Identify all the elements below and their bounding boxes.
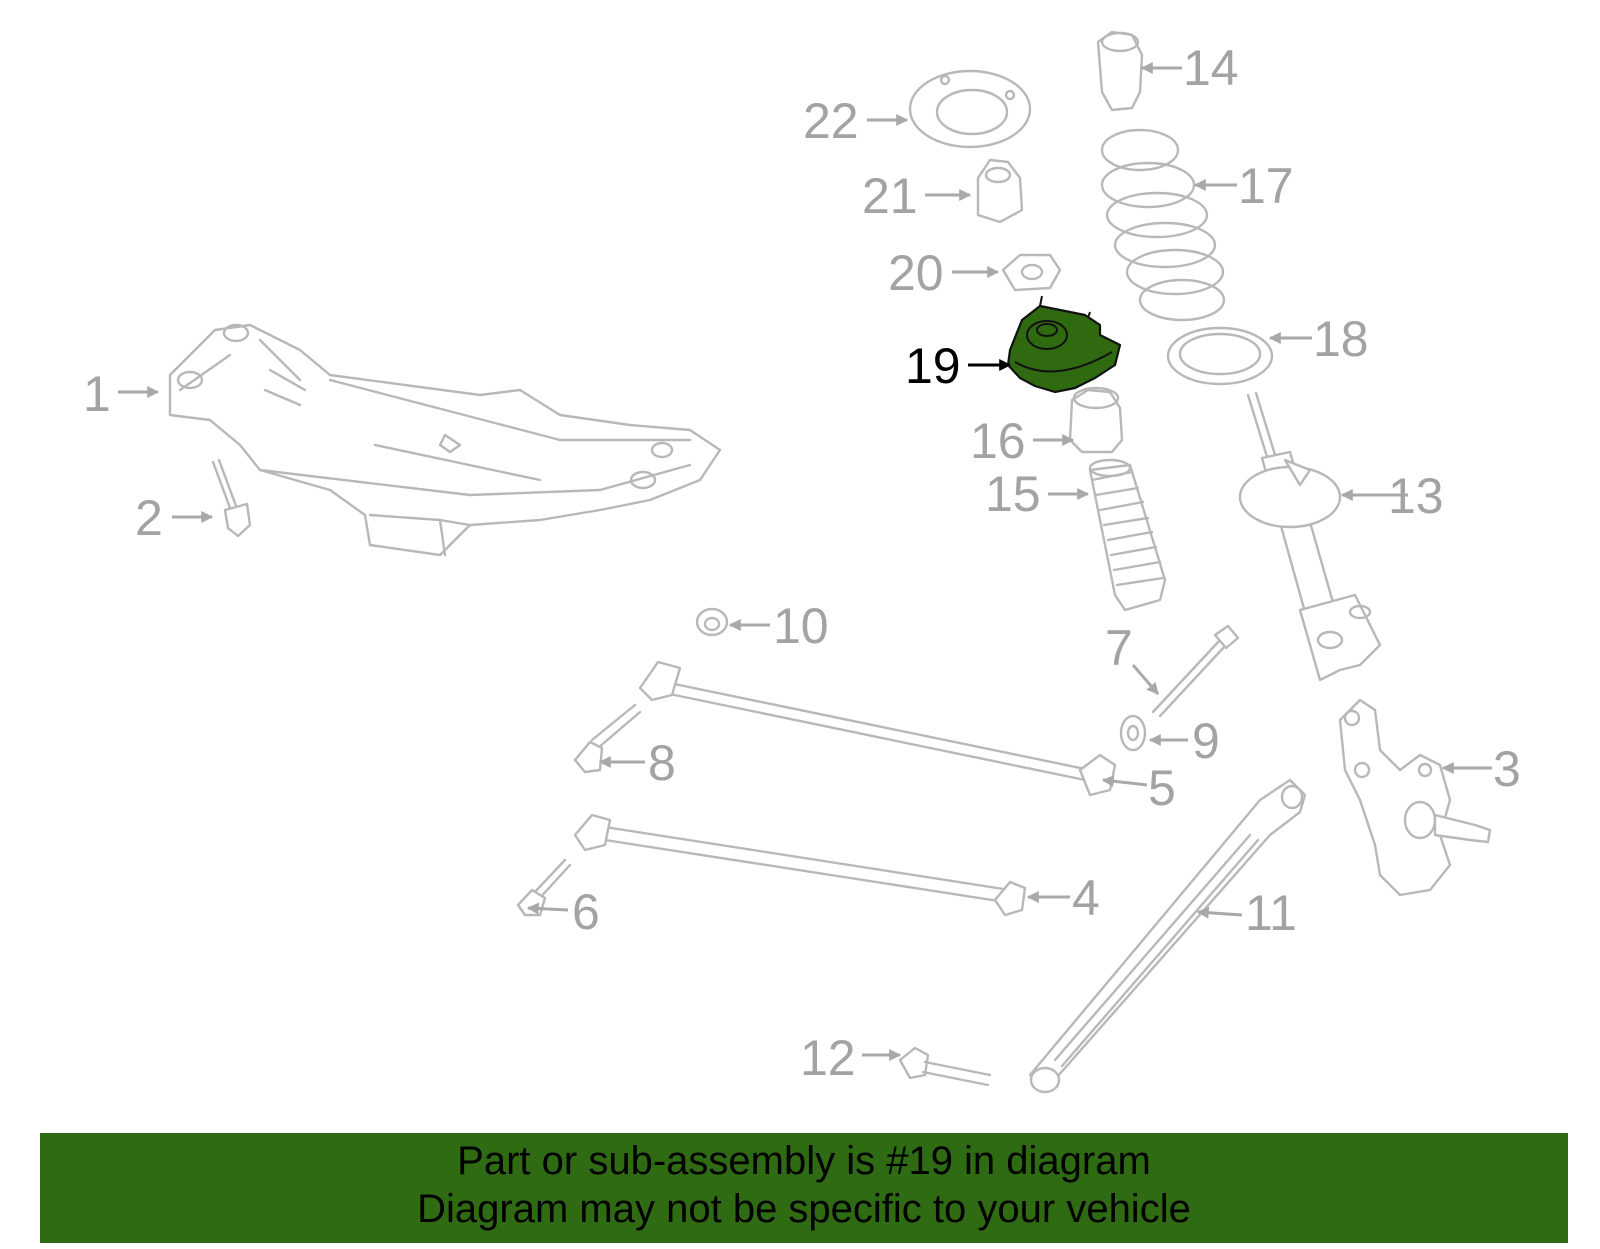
- callout-21: 21: [862, 168, 918, 224]
- part-11-trailing-arm: [1028, 778, 1307, 1094]
- part-2-bolt: [211, 458, 252, 538]
- callout-19: 19: [905, 338, 961, 394]
- callout-11: 11: [1245, 885, 1297, 941]
- part-15-dust-boot: [1088, 458, 1167, 612]
- callout-14: 14: [1183, 40, 1239, 96]
- callout-17: 17: [1238, 158, 1294, 214]
- callout-2: 2: [135, 490, 163, 546]
- banner-line-1: Part or sub-assembly is #19 in diagram: [457, 1139, 1151, 1183]
- part-12-bolt: [898, 1046, 992, 1087]
- part-17-coil-spring: [1100, 128, 1226, 322]
- callout-22: 22: [803, 93, 859, 149]
- part-19-upper-mount: [1006, 295, 1122, 394]
- callout-labels: 1 2 3 4 5 6 7 8 9 10 11 12 13 14 15 16 1…: [83, 40, 1521, 1086]
- banner-line-2: Diagram may not be specific to your vehi…: [417, 1187, 1191, 1231]
- part-22-mount-plate: [908, 69, 1032, 149]
- part-6-bolt: [516, 858, 572, 917]
- part-9-washer: [1119, 714, 1147, 752]
- callout-4: 4: [1072, 870, 1100, 926]
- callout-3: 3: [1493, 741, 1521, 797]
- callout-16: 16: [970, 413, 1026, 469]
- callout-10: 10: [773, 598, 829, 654]
- callout-5: 5: [1148, 760, 1176, 816]
- part-4-link: [573, 813, 1027, 917]
- part-21-bump-cap: [976, 158, 1024, 224]
- part-1-crossmember: [168, 323, 722, 557]
- callout-18: 18: [1313, 311, 1369, 367]
- callout-20: 20: [888, 245, 944, 301]
- callout-1: 1: [83, 366, 111, 422]
- callout-8: 8: [648, 735, 676, 791]
- part-7-bolt: [1151, 624, 1240, 718]
- callout-9: 9: [1192, 713, 1220, 769]
- part-20-nut: [1001, 253, 1062, 292]
- part-16-bump-stop: [1068, 386, 1124, 454]
- part-13-strut: [1238, 391, 1382, 682]
- leader-lines: [118, 62, 1492, 1061]
- callout-7: 7: [1105, 620, 1133, 676]
- part-10-washer: [695, 607, 729, 637]
- info-banner: Part or sub-assembly is #19 in diagram D…: [40, 1133, 1568, 1243]
- callout-15: 15: [985, 466, 1041, 522]
- part-3-knuckle: [1338, 698, 1492, 897]
- callout-6: 6: [572, 884, 600, 940]
- part-14-bump-stop: [1096, 30, 1144, 112]
- part-5-link: [638, 660, 1117, 797]
- part-18-spring-seat: [1166, 326, 1274, 386]
- callout-12: 12: [800, 1030, 856, 1086]
- callout-13: 13: [1388, 468, 1444, 524]
